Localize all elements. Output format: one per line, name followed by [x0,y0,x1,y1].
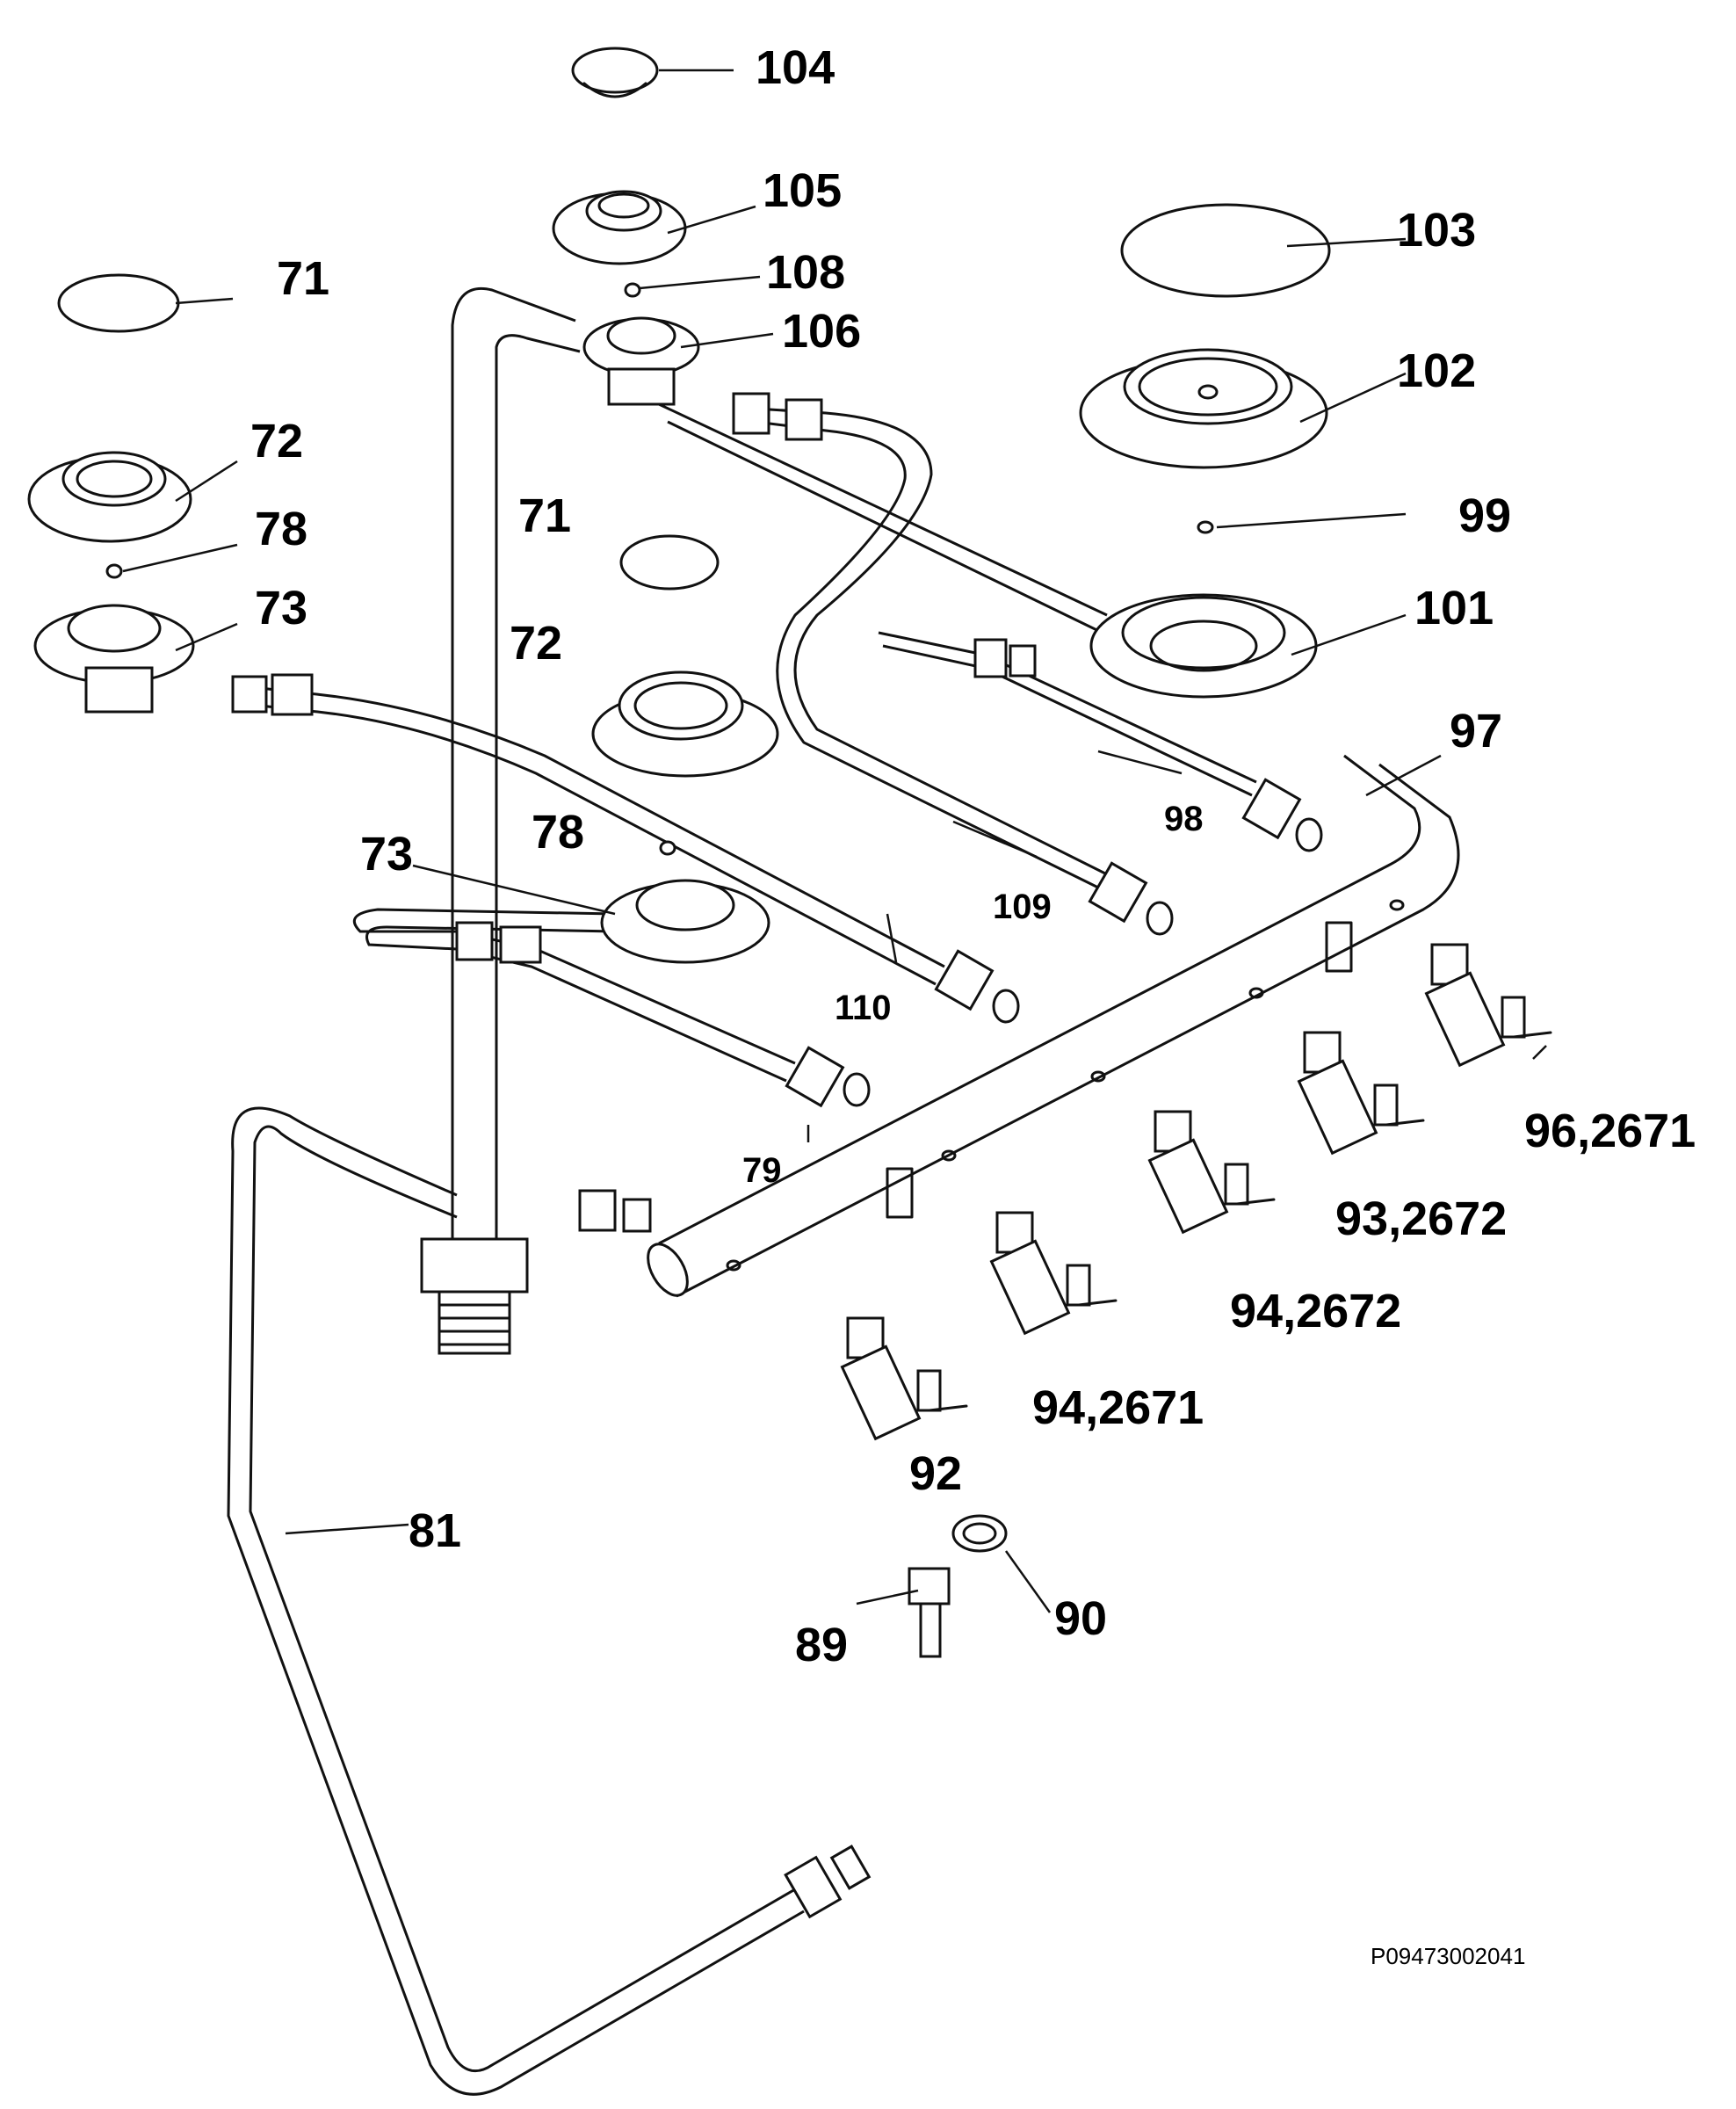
label-110: 110 [835,989,892,1027]
label-104: 104 [756,41,835,94]
gas-tap-94-2672 [1147,1110,1276,1235]
nozzle-89 [908,1567,951,1658]
gas-tap-92 [840,1316,968,1441]
label-71-middle: 71 [518,489,571,542]
washer-90 [951,1514,1008,1553]
label-79: 79 [742,1151,782,1190]
label-81: 81 [409,1504,461,1557]
label-105: 105 [763,164,842,217]
gas-tap-93-2672 [1297,1031,1425,1156]
label-106: 106 [782,305,861,358]
drawing-code: P09473002041 [1371,1943,1525,1969]
gas-taps [840,943,1552,1441]
burner-middle [591,534,779,964]
leader-lines [122,69,1547,1613]
label-78-left: 78 [255,503,307,555]
label-101: 101 [1414,582,1494,634]
label-72-left: 72 [250,415,303,467]
right-burner-pipe [658,402,1323,852]
label-94-2671: 94,2671 [1032,1381,1204,1434]
label-99: 99 [1458,489,1511,542]
label-72-middle: 72 [510,617,562,670]
label-98: 98 [1164,800,1204,838]
main-gas-pipe [227,1106,872,2096]
gas-manifold-rail [647,754,1460,1298]
label-78-middle: 78 [532,806,584,859]
pipe-110 [231,673,1020,1024]
gas-tap-94-2671 [989,1211,1118,1336]
label-71-left: 71 [277,252,329,305]
label-97: 97 [1450,705,1502,757]
label-92: 92 [909,1447,962,1500]
label-90: 90 [1054,1592,1107,1645]
label-109: 109 [993,888,1052,926]
label-102: 102 [1397,344,1476,397]
label-96-2671: 96,2671 [1524,1105,1696,1157]
part-labels: 104 105 108 106 103 102 99 101 97 98 71 … [250,41,1696,1969]
pipe-109 [732,392,1174,936]
burner-right-large [1079,203,1331,699]
label-94-2672: 94,2672 [1230,1285,1401,1337]
gas-tap-96-2671 [1424,943,1552,1068]
label-93-2672: 93,2672 [1335,1192,1507,1245]
label-73-middle: 73 [360,828,413,881]
label-108: 108 [766,246,845,299]
label-89: 89 [795,1619,848,1671]
vertical-supply-pipe [420,286,581,1355]
label-103: 103 [1397,204,1476,257]
pipe-79 [352,908,871,1233]
burner-top [552,47,700,406]
label-73-left: 73 [255,582,307,634]
burner-left [27,273,195,714]
